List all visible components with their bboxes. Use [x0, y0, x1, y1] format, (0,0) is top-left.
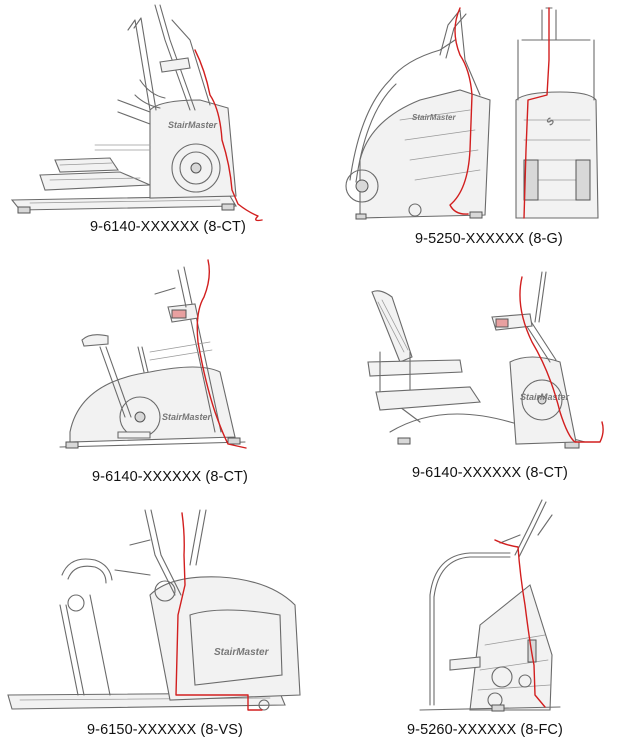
- svg-text:StairMaster: StairMaster: [214, 647, 270, 658]
- recumbent-stepper-illustration: StairMaster: [367, 271, 604, 449]
- figure-b: StairMaster S 9-5250-XXXXXX (8-G): [320, 0, 619, 250]
- svg-text:StairMaster: StairMaster: [168, 120, 218, 130]
- vertical-stepper-illustration: StairMaster: [7, 509, 301, 711]
- figure-a: StairMaster 9-6140-XXXXXX (8-CT): [0, 0, 300, 250]
- figure-d: StairMaster 9-6140-XXXXXX (8-CT): [320, 252, 619, 492]
- cable-route: [194, 49, 263, 222]
- freeclimber-illustration: [419, 499, 561, 712]
- svg-text:StairMaster: StairMaster: [520, 392, 570, 402]
- figure-f: 9-5260-XXXXXX (8-FC): [320, 495, 619, 747]
- cable-route-side: [449, 7, 473, 215]
- figure-caption: 9-5260-XXXXXX (8-FC): [407, 722, 563, 738]
- figure-caption: 9-6150-XXXXXX (8-VS): [87, 722, 243, 738]
- climber-illustration: StairMaster: [10, 4, 263, 222]
- figure-c: StairMaster 9-6140-XXXXXX (8-CT): [0, 252, 300, 492]
- figure-caption: 9-5250-XXXXXX (8-G): [415, 231, 563, 247]
- figure-caption: 9-6140-XXXXXX (8-CT): [92, 469, 248, 485]
- stepmill-illustration: StairMaster S: [345, 7, 599, 220]
- svg-text:StairMaster: StairMaster: [162, 412, 212, 422]
- cable-route: [196, 259, 247, 449]
- cable-route: [175, 512, 263, 711]
- figure-caption: 9-6140-XXXXXX (8-CT): [412, 465, 568, 481]
- cable-route-front: [523, 7, 550, 219]
- cable-route: [494, 539, 546, 708]
- svg-text:StairMaster: StairMaster: [412, 113, 456, 122]
- upright-bike-illustration: StairMaster: [59, 259, 247, 449]
- figure-caption: 9-6140-XXXXXX (8-CT): [90, 219, 246, 235]
- cable-route: [519, 276, 604, 443]
- figure-e: StairMaster 9-6150-XXXXXX (8-VS): [0, 495, 310, 747]
